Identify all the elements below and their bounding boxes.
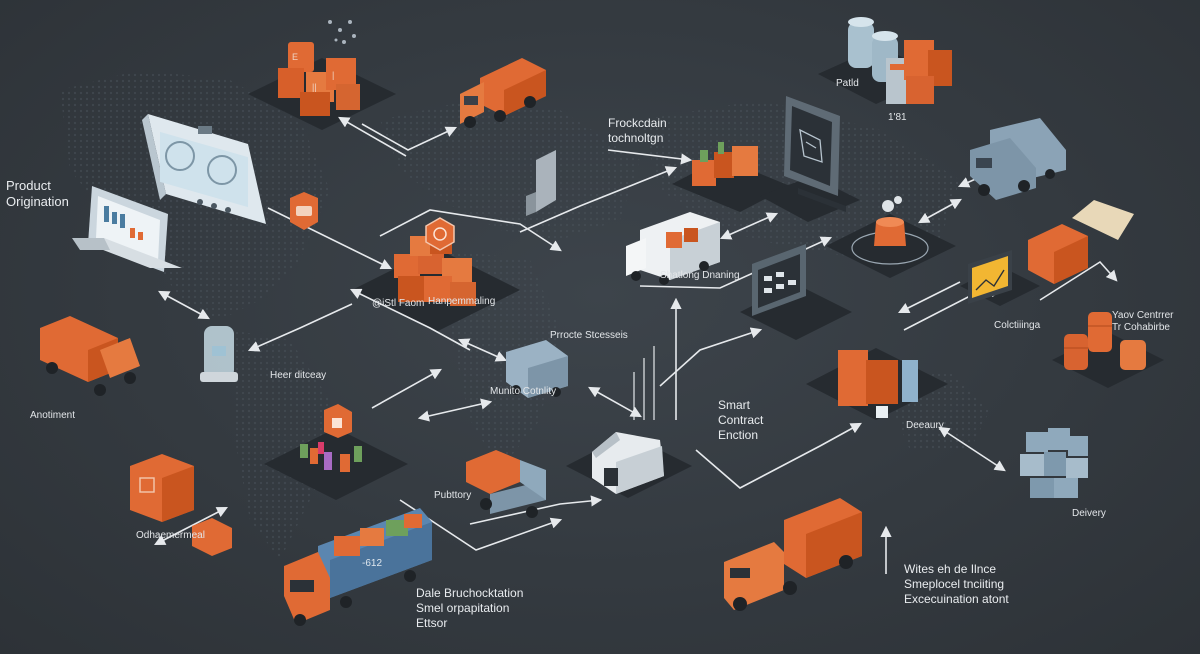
arrow-warehouse-to-delivery xyxy=(695,422,862,489)
container-box-icon xyxy=(130,454,194,522)
grey-trucks-icon xyxy=(970,118,1066,200)
container-mark: -612 xyxy=(362,558,382,569)
signal-antennas xyxy=(633,346,655,420)
label-fleet-delivery: Heer ditceay xyxy=(270,370,327,381)
label-process-sciences: Prrocte Stcesseis xyxy=(550,330,628,341)
arrow-lab-to-manufacturing xyxy=(267,207,393,270)
label-product-origin: Product Origination xyxy=(6,178,69,209)
label-blockchain-technology: Frockcdain tochnoltgn xyxy=(608,116,667,145)
arrow-yellowpanel-to-right xyxy=(1039,260,1118,301)
monitor-chart-icon xyxy=(72,186,182,272)
label-manufacturing-sub: @iStl Faom xyxy=(372,298,425,309)
van-icon xyxy=(506,340,568,398)
arrow-boxes-down xyxy=(338,116,407,157)
label-palm: Patld xyxy=(836,78,859,89)
label-bottom-right: Wites eh de Ilnce Smeplocel tnciiting Ex… xyxy=(904,562,1009,606)
warehouse-icon xyxy=(592,432,664,494)
label-smart-contract: Smart Contract Enction xyxy=(718,398,764,442)
svg-text:E: E xyxy=(292,52,298,62)
label-collabs: Colctiiinga xyxy=(994,320,1041,331)
verification-station-icon xyxy=(300,404,362,472)
arrow-verification-to-boxes xyxy=(417,398,493,422)
document-panel-icon xyxy=(784,96,846,212)
arrow-blockchain-callout xyxy=(607,149,693,165)
blockchain-network-icon xyxy=(328,20,356,44)
container-truck-icon: -612 xyxy=(284,508,432,626)
capsule-icon xyxy=(200,326,238,382)
svg-text:||: || xyxy=(312,82,317,92)
arrow-container-to-warehouse xyxy=(469,495,603,525)
arrow-warehouse-to-mid xyxy=(659,327,763,387)
label-publishing: Pubttory xyxy=(434,490,472,501)
arrow-smart-to-storage xyxy=(918,198,962,224)
delivery-truck-bottom-icon xyxy=(724,498,862,611)
svg-text:|: | xyxy=(332,70,334,80)
lab-device-icon xyxy=(142,114,266,224)
label-palm-number: 1'81 xyxy=(888,112,907,123)
arrow-manufacturing-to-fleet xyxy=(247,303,353,352)
label-environmental: Odhaemermeal xyxy=(136,530,205,541)
arrow-manufacturing-to-mid xyxy=(379,209,562,252)
yellow-screen-icon xyxy=(968,250,1012,304)
blockchain-boxes-icon xyxy=(692,142,758,186)
automent-truck-icon xyxy=(40,316,140,396)
arrow-van-to-process xyxy=(457,338,508,362)
arrow-container-left xyxy=(154,506,228,546)
label-shipping-planning: Shatlong Dnaning xyxy=(660,270,740,281)
smart-node-icon xyxy=(851,196,929,265)
orange-tank-icon xyxy=(1028,224,1088,284)
label-delivery-center: Deeaury xyxy=(906,420,944,431)
arrow-origin-to-truck xyxy=(361,123,458,151)
label-munito-capability: Munito Cotnlity xyxy=(490,386,557,397)
delivery-hub-crates-icon xyxy=(838,350,918,418)
shipping-white-truck-icon xyxy=(626,212,720,285)
hexagon-badge-icon xyxy=(290,192,318,230)
storage-servers-icon xyxy=(848,17,952,104)
label-delivery-right: Deivery xyxy=(1072,508,1106,519)
label-manufacturing: Hanpemmaling xyxy=(428,296,496,307)
arrow-van-down xyxy=(588,386,642,418)
pickup-truck-icon xyxy=(466,450,546,518)
label-your-container: Yaov Centrrer Tr Cohabirbe xyxy=(1112,310,1174,333)
barrels-icon xyxy=(1064,312,1146,370)
arrow-mid-to-blockchain xyxy=(519,166,678,233)
arrow-shipping-to-docpanel xyxy=(719,212,779,240)
puzzle-cubes-icon xyxy=(1020,428,1088,498)
arrow-monitor-to-capsule xyxy=(158,290,210,320)
label-automent: Anotiment xyxy=(30,410,76,421)
arrow-truck-to-shipping xyxy=(349,288,471,351)
label-bottom-mid: Dale Bruchocktation Smel orpapitation Et… xyxy=(416,586,524,630)
fleet-monitor-icon xyxy=(752,244,806,316)
small-cube-icon xyxy=(192,518,232,556)
manufacturing-crates-icon xyxy=(394,217,476,306)
arrow-verification-to-truck xyxy=(371,368,442,409)
origin-crates-icon: E||| xyxy=(278,42,360,116)
arrow-fleet-to-yellow xyxy=(897,281,961,314)
connector-arrows xyxy=(154,116,1118,574)
scroll-document-icon xyxy=(1072,200,1134,240)
arrow-delivery-right xyxy=(938,426,1006,472)
delivery-truck-top-icon xyxy=(460,58,546,128)
tower-icon xyxy=(526,150,556,216)
